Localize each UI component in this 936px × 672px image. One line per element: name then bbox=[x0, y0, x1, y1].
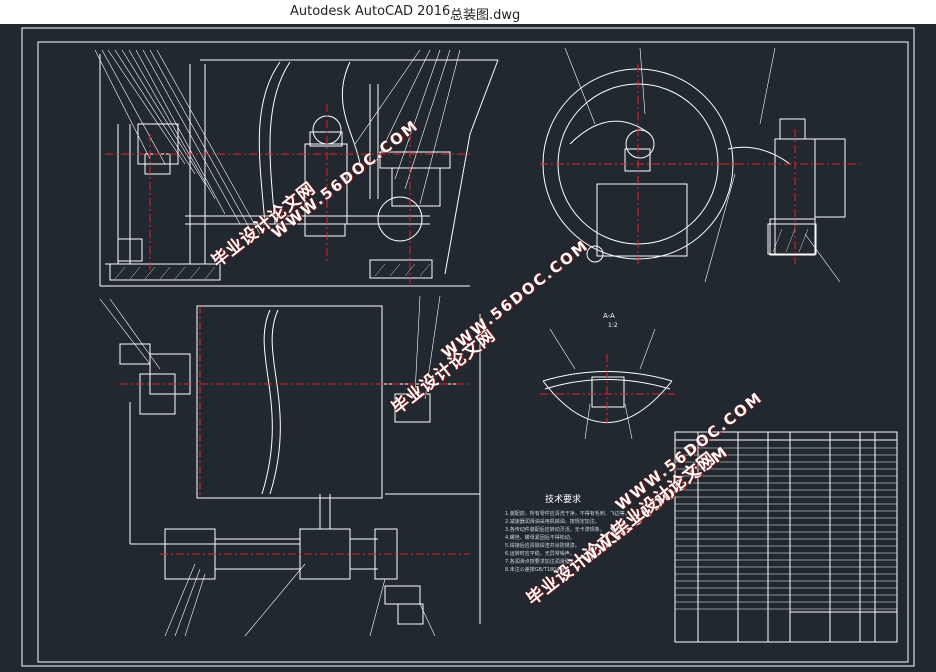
elevation-view bbox=[99, 54, 499, 287]
center-lines bbox=[105, 64, 860, 555]
tech-note: 3.各传动件装配后应转动灵活，无卡滞现象。 bbox=[505, 527, 605, 533]
section-scale: 1:2 bbox=[608, 322, 618, 329]
section-label: A-A bbox=[603, 312, 615, 320]
window-title-bar: Autodesk AutoCAD 2016 总装图.dwg bbox=[0, 0, 936, 24]
inner-frame bbox=[37, 41, 909, 663]
tech-note: 5.焊接后应清除焊渣并涂防锈漆。 bbox=[505, 543, 580, 549]
plan-view bbox=[119, 305, 481, 625]
leader-lines bbox=[94, 47, 841, 637]
cad-drawing bbox=[21, 27, 915, 667]
app-title: Autodesk AutoCAD 2016 bbox=[290, 4, 451, 19]
hatching bbox=[114, 228, 809, 280]
parts-list-rows bbox=[675, 447, 897, 610]
tech-note: 2.减速器润滑油采用机械油，按规定加注。 bbox=[505, 519, 600, 525]
tech-note: 1.装配前，所有零件应清洗干净，不得有毛刺、飞边等。 bbox=[505, 511, 630, 517]
file-name: 总装图.dwg bbox=[450, 8, 521, 23]
tech-note: 4.螺栓、螺母紧固后不得松动。 bbox=[505, 535, 575, 541]
tech-note: 7.各润滑点按要求加注润滑脂。 bbox=[505, 559, 575, 565]
tech-note: 6.运转时应平稳，无异常噪声。 bbox=[505, 551, 575, 557]
parts-list bbox=[674, 431, 898, 643]
outer-frame bbox=[21, 27, 915, 667]
tech-requirements-title: 技术要求 bbox=[545, 495, 582, 505]
drawing-canvas[interactable]: 毕业设计论文网 WWW.56DOC.COM 毕业设计论文网 WWW.56DOC.… bbox=[0, 24, 936, 672]
tech-note: 8.未注公差按GB/T1804-m。 bbox=[505, 567, 572, 573]
side-view bbox=[542, 68, 846, 263]
tech-requirements-notes: 1.装配前，所有零件应清洗干净，不得有毛刺、飞边等。 2.减速器润滑油采用机械油… bbox=[505, 510, 685, 574]
